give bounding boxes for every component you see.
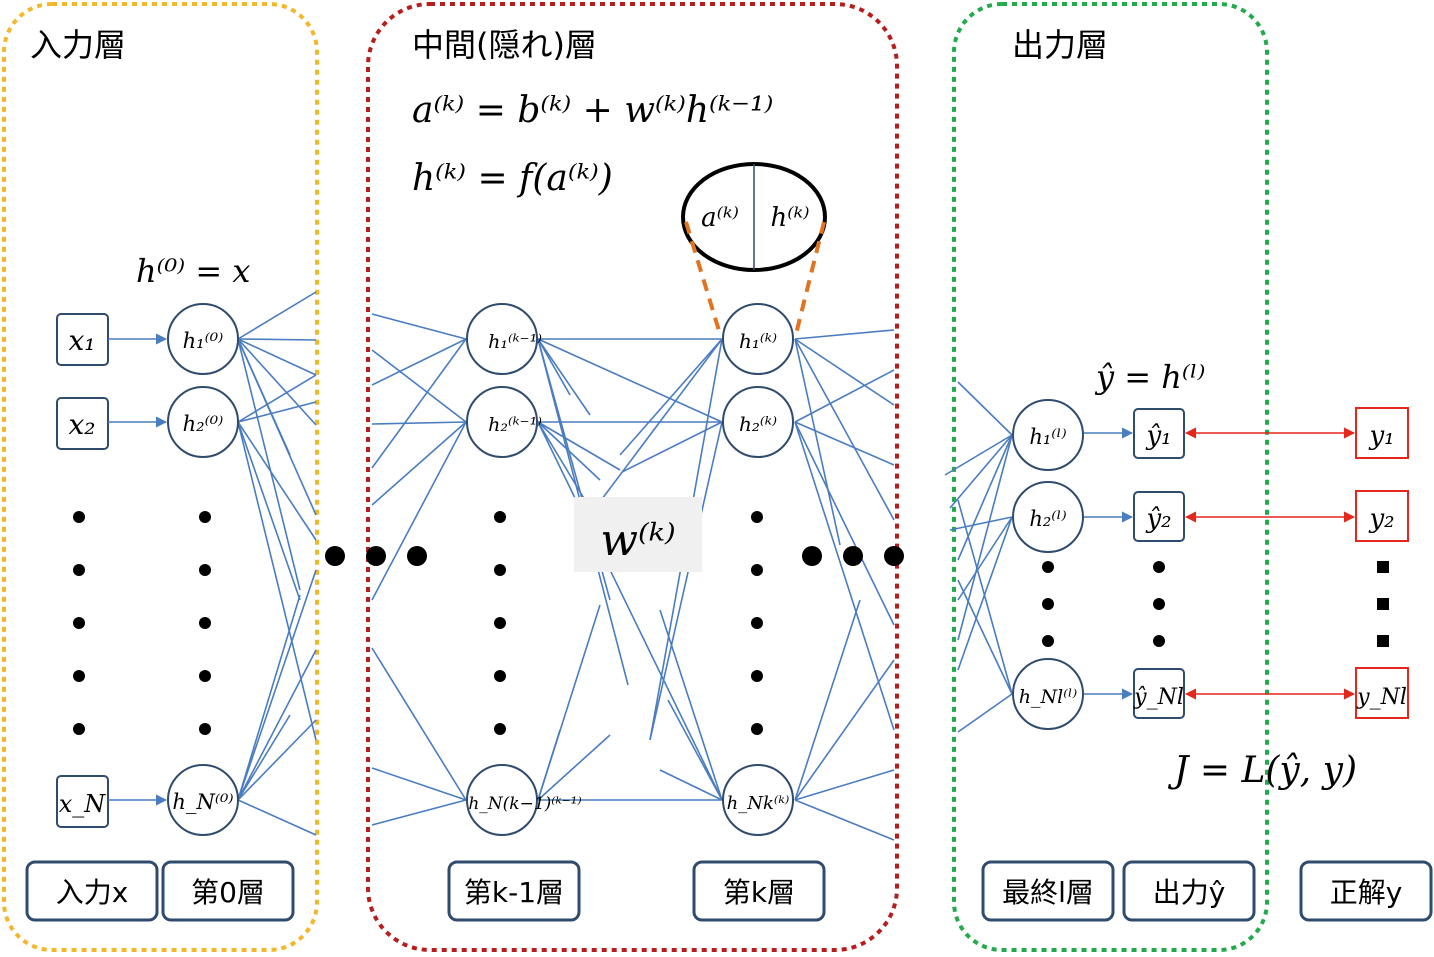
target-box-y1 — [1355, 407, 1409, 459]
equation-loss: J = L(ŷ, y) — [1167, 750, 1357, 791]
output-box-y2 — [1133, 491, 1185, 542]
node-hk-1-label: h₁⁽ᵏ⁾ — [739, 329, 777, 353]
label-box-output-y — [1122, 860, 1256, 922]
label-final-layer: 最終l層 — [1002, 876, 1094, 909]
output-box-y1 — [1133, 408, 1185, 459]
node-hk-n — [722, 764, 794, 836]
node-hl-1-label: h₁⁽ˡ⁾ — [1029, 425, 1066, 449]
label-input-x: 入力x — [56, 876, 129, 909]
label-layer-km1: 第k-1層 — [464, 876, 564, 909]
target-box-y2 — [1355, 490, 1409, 542]
node-hkm1-n — [466, 764, 538, 836]
node-hk-2 — [722, 386, 794, 458]
weight-label: w⁽ᵏ⁾ — [600, 515, 675, 566]
node-hl-n — [1012, 658, 1084, 730]
input-layer-title: 入力層 — [30, 26, 126, 64]
label-layer0: 第0層 — [191, 876, 265, 909]
label-box-layer0 — [161, 860, 295, 922]
output-layer-title: 出力層 — [1012, 26, 1108, 64]
label-box-input-x — [25, 860, 159, 922]
hidden-layer-title: 中間(隠れ)層 — [412, 26, 597, 64]
equation-y-hat: ŷ = h⁽ˡ⁾ — [1094, 358, 1205, 396]
weight-label-bg — [574, 497, 702, 572]
node-h0-1-label: h₁⁽⁰⁾ — [183, 329, 224, 353]
node-hl-2 — [1012, 481, 1084, 553]
output-box-yn — [1133, 668, 1185, 719]
label-truth-y: 正解y — [1330, 876, 1403, 909]
hidden-layer-region — [366, 2, 899, 952]
output-layer-region — [952, 2, 1269, 952]
output-label-y1: ŷ₁ — [1145, 421, 1171, 451]
input-box-x2 — [56, 397, 109, 450]
label-output-y: 出力ŷ — [1153, 876, 1226, 909]
node-hk-n-label: h_Nk⁽ᵏ⁾ — [727, 793, 790, 814]
horizontal-ellipsis-dots — [325, 546, 904, 566]
equation-a-k: a⁽ᵏ⁾ = b⁽ᵏ⁾ + w⁽ᵏ⁾h⁽ᵏ⁻¹⁾ — [412, 90, 773, 131]
label-box-final-layer — [981, 860, 1115, 922]
label-box-truth-y — [1299, 860, 1433, 922]
node-h0-n-label: h_N⁽⁰⁾ — [172, 790, 233, 814]
target-box-yn — [1355, 667, 1409, 719]
node-h0-1 — [167, 303, 239, 375]
node-hkm1-2 — [466, 386, 538, 458]
node-hk-2-label: h₂⁽ᵏ⁾ — [739, 412, 777, 436]
input-label-xn: x_N — [59, 790, 107, 818]
output-label-y2: ŷ₂ — [1145, 504, 1171, 534]
node-hl-n-label: h_Nl⁽ˡ⁾ — [1019, 686, 1078, 708]
node-h0-n — [167, 764, 239, 836]
target-label-yn: y_Nl — [1356, 685, 1407, 710]
input-label-x1: x₁ — [68, 324, 95, 357]
label-box-layer-k — [692, 860, 826, 922]
label-layer-k: 第k層 — [723, 876, 795, 909]
node-hk-1 — [722, 303, 794, 375]
node-hkm1-2-label: h₂⁽ᵏ⁻¹⁾ — [488, 414, 542, 436]
input-layer-region — [2, 2, 319, 952]
input-box-xn — [56, 775, 109, 828]
node-hkm1-1-label: h₁⁽ᵏ⁻¹⁾ — [488, 331, 542, 353]
node-h0-2 — [167, 386, 239, 458]
output-label-yn: ŷ_Nl — [1133, 685, 1184, 710]
node-hl-1 — [1012, 399, 1084, 471]
ellipsis-dots — [73, 511, 1389, 735]
label-box-layer-km1 — [447, 860, 581, 922]
node-hkm1-1 — [466, 303, 538, 375]
node-hkm1-n-label: h_N(k−1)⁽ᵏ⁻¹⁾ — [468, 794, 581, 814]
input-label-x2: x₂ — [68, 408, 95, 441]
zoom-label-a: a⁽ᵏ⁾ — [701, 203, 739, 233]
target-label-y2: y₂ — [1368, 504, 1394, 534]
equation-h0: h⁽⁰⁾ = x — [136, 252, 250, 290]
zoom-label-h: h⁽ᵏ⁾ — [771, 203, 810, 233]
equation-h-k: h⁽ᵏ⁾ = f(a⁽ᵏ⁾) — [412, 158, 613, 199]
target-label-y1: y₁ — [1368, 421, 1394, 451]
node-h0-2-label: h₂⁽⁰⁾ — [183, 412, 224, 436]
node-hl-2-label: h₂⁽ˡ⁾ — [1029, 507, 1066, 531]
